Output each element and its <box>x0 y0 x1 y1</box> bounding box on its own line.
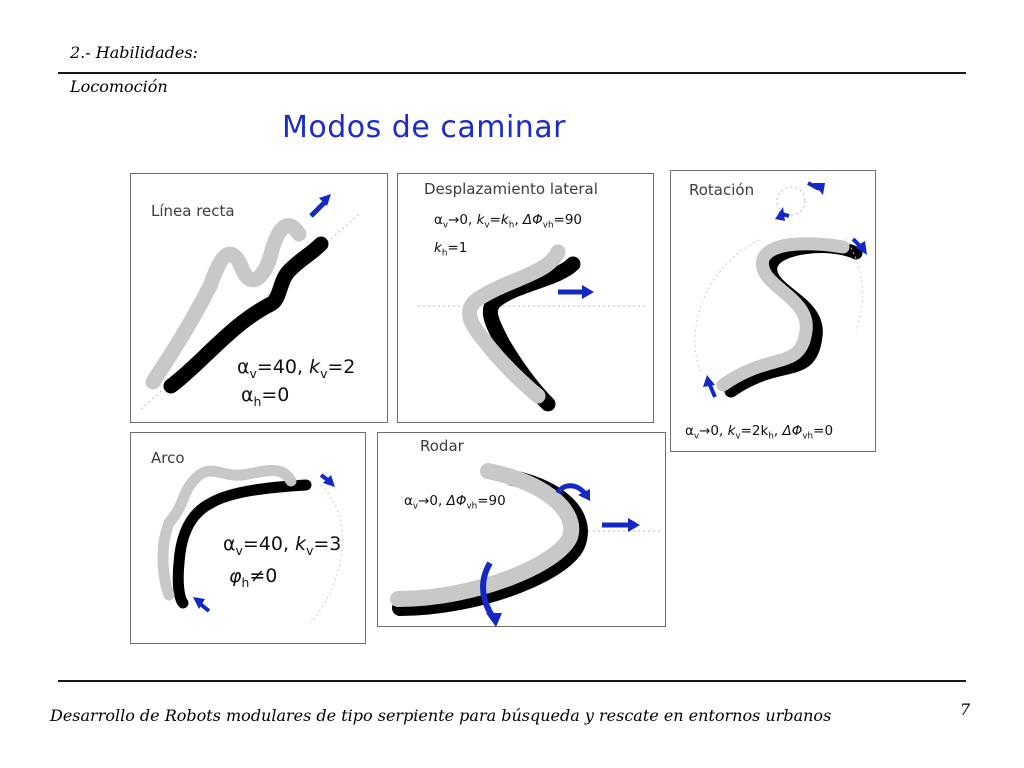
formula-arco-1: αv=40, kv=3 <box>223 533 342 558</box>
k-h-value: 1 <box>458 240 468 256</box>
panel-title-arco: Arco <box>151 449 185 467</box>
rodar-illustration <box>390 463 663 626</box>
delta-phi-vh-value: 90 <box>564 212 583 228</box>
panel-title-rotacion: Rotación <box>689 181 755 199</box>
k-v-value: 2k <box>751 423 769 439</box>
alpha-v-value: 40 <box>258 533 283 555</box>
panel-arco: Arco αv=40, kv=3 φh≠0 <box>130 432 366 644</box>
k-v-value: 2 <box>343 356 356 378</box>
formula-rotacion: αv→0, kv=2kh, ΔΦvh=0 <box>685 423 834 442</box>
delta-phi-vh-value: 0 <box>824 423 834 439</box>
footer-rule <box>58 680 966 682</box>
panel-title-desplazamiento-lateral: Desplazamiento lateral <box>424 180 598 198</box>
section-line-2: Locomoción <box>70 77 168 96</box>
formula-arco-2: φh≠0 <box>229 565 278 590</box>
slide-title: Modos de caminar <box>282 110 567 145</box>
phi-h-value: 0 <box>265 565 278 587</box>
formula-linea-recta-2: αh=0 <box>241 384 290 409</box>
page-number: 7 <box>960 700 971 719</box>
formula-rodar: αv→0, ΔΦvh=90 <box>404 493 506 512</box>
alpha-v-value: 0 <box>710 423 719 439</box>
desplazamiento-lateral-illustration <box>418 244 648 412</box>
formula-linea-recta-1: αv=40, kv=2 <box>237 356 356 381</box>
rotacion-illustration <box>694 181 867 398</box>
header-rule <box>58 72 966 74</box>
panel-title-rodar: Rodar <box>420 437 464 455</box>
panel-rotacion: Rotación αv→0, kv=2kh, ΔΦvh=0 <box>670 170 876 452</box>
section-heading: 2.- Habilidades: Locomoción <box>70 36 330 104</box>
linea-recta-illustration <box>140 194 360 410</box>
alpha-v-value: 0 <box>429 493 438 509</box>
panel-desplazamiento-lateral: Desplazamiento lateral αv→0, kv=kh, ΔΦvh… <box>397 173 654 423</box>
section-line-1: 2.- Habilidades: <box>70 43 198 62</box>
panel-title-linea-recta: Línea recta <box>151 202 235 220</box>
arco-illustration <box>157 465 343 624</box>
k-v-value: 3 <box>329 533 342 555</box>
footer-text: Desarrollo de Robots modulares de tipo s… <box>50 706 832 725</box>
alpha-v-value: 40 <box>272 356 297 378</box>
delta-phi-vh-value: 90 <box>488 493 506 509</box>
panel-rodar: Rodar αv→0, ΔΦvh=90 <box>377 432 666 627</box>
alpha-h-value: 0 <box>277 384 290 406</box>
formula-desplazamiento-2: kh=1 <box>434 240 468 259</box>
alpha-v-value: 0 <box>459 212 468 228</box>
panel-linea-recta: Línea recta αv=40, kv=2 αh=0 <box>130 173 388 423</box>
formula-desplazamiento-1: αv→0, kv=kh, ΔΦvh=90 <box>434 212 583 231</box>
